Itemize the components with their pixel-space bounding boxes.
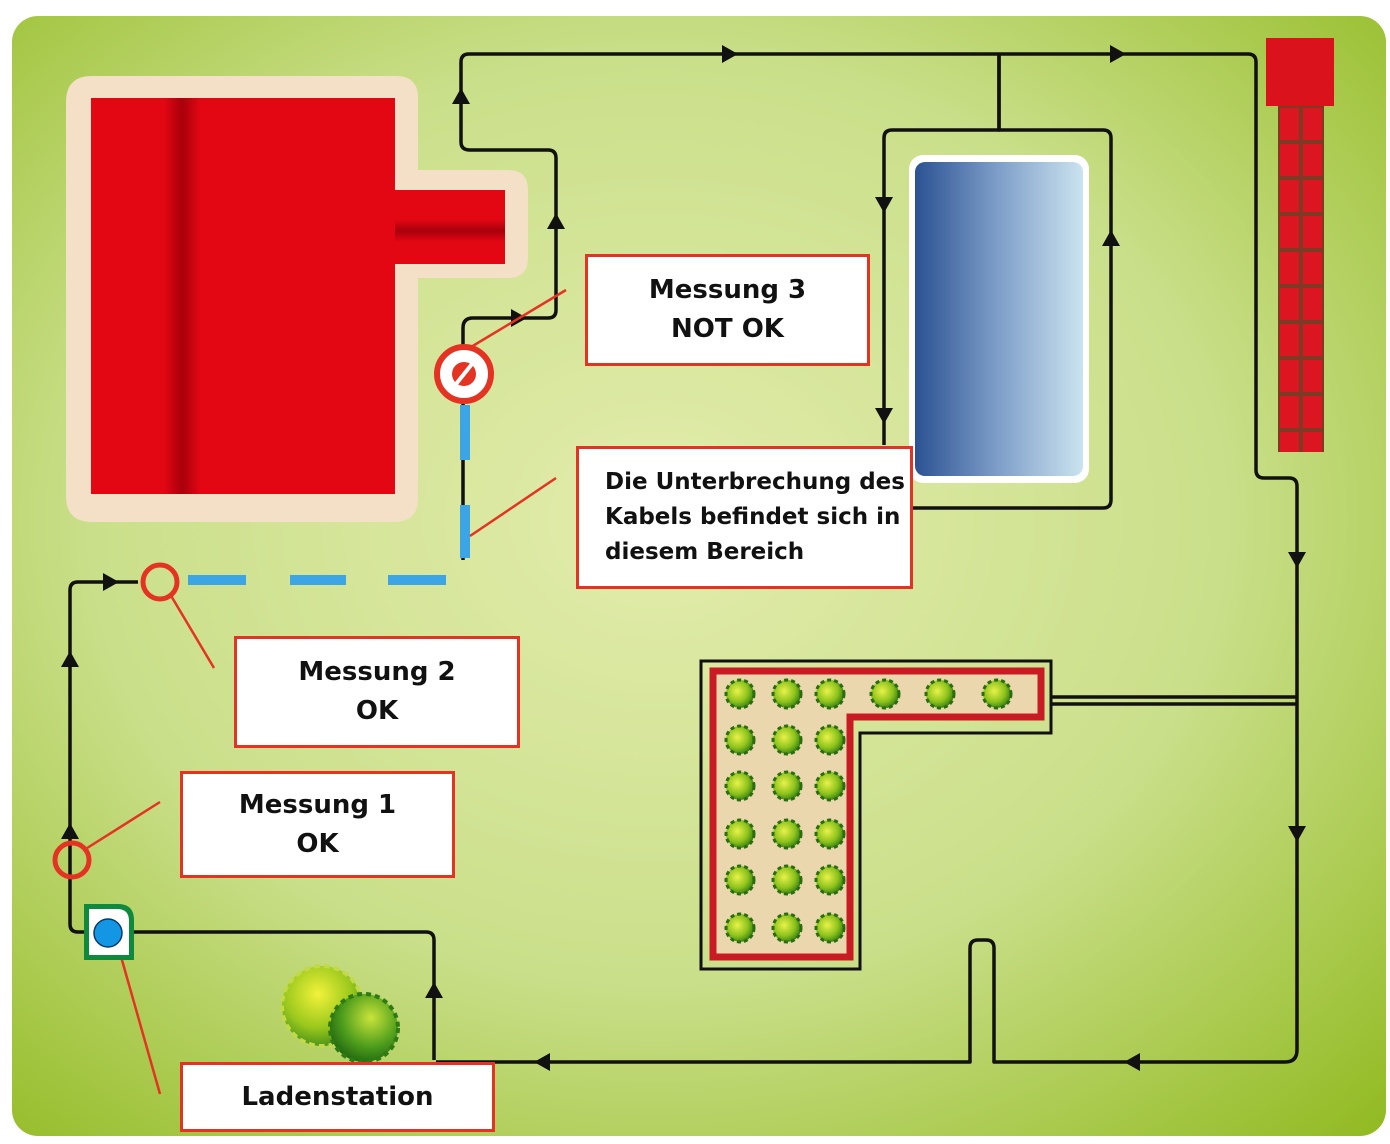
flowerbed-plant-icon [724, 724, 756, 756]
flowerbed-plant-icon [724, 678, 756, 710]
measurement-point-2[interactable] [140, 562, 180, 602]
ladenstation-text: Ladenstation [241, 1081, 434, 1112]
callout-leaders [83, 288, 567, 1095]
broken-cable-section [188, 405, 470, 585]
flowerbed-plant-icon [771, 912, 803, 944]
interruption-line-3: diesem Bereich [605, 539, 805, 565]
flowerbed-plant-icon [771, 678, 803, 710]
messung-2-title: Messung 2 [298, 657, 456, 687]
flowerbed-plant-icon [771, 724, 803, 756]
flowerbed [699, 659, 1053, 971]
flowerbed-plant-icon [814, 770, 846, 802]
messung-1-title: Messung 1 [238, 789, 397, 820]
flowerbed-plant-icon [724, 864, 756, 896]
house [66, 76, 528, 522]
flowerbed-plant-icon [771, 864, 803, 896]
not-ok-icon [452, 362, 476, 386]
shrub-icon [280, 964, 400, 1064]
label-messung-1: Messung 1 OK [180, 771, 455, 878]
flowerbed-plant-icon [771, 818, 803, 850]
flowerbed-plant-icon [814, 864, 846, 896]
boundary-wire [68, 52, 1299, 1064]
flowerbed-plant-icon [724, 818, 756, 850]
label-ladenstation: Ladenstation [180, 1062, 495, 1132]
interruption-line-2: Kabels befindet sich in [605, 504, 901, 530]
interruption-line-1: Die Unterbrechung des [605, 469, 905, 495]
flowerbed-plant-icon [814, 818, 846, 850]
flowerbed-plant-icon [981, 678, 1013, 710]
flowerbed-plant-icon [771, 770, 803, 802]
measurement-point-1[interactable] [52, 840, 92, 880]
flowerbed-plant-icon [724, 912, 756, 944]
flowerbed-plant-icon [869, 678, 901, 710]
messung-1-status: OK [296, 828, 339, 859]
flowerbed-plant-icon [814, 678, 846, 710]
flowerbed-plant-icon [724, 770, 756, 802]
messung-3-status: NOT OK [671, 314, 784, 344]
measurement-point-3[interactable] [434, 344, 494, 404]
label-interruption: Die Unterbrechung des Kabels befindet si… [576, 446, 913, 589]
charging-station-icon[interactable] [84, 904, 134, 960]
messung-3-title: Messung 3 [648, 275, 807, 305]
flowerbed-plant-icon [814, 724, 846, 756]
swimming-pool [909, 155, 1089, 483]
flowerbed-plant-icon [924, 678, 956, 710]
label-messung-3: Messung 3 NOT OK [585, 254, 870, 366]
messung-2-status: OK [355, 696, 399, 726]
brick-wall [1266, 38, 1334, 452]
label-messung-2: Messung 2 OK [234, 636, 520, 748]
flowerbed-plant-icon [814, 912, 846, 944]
